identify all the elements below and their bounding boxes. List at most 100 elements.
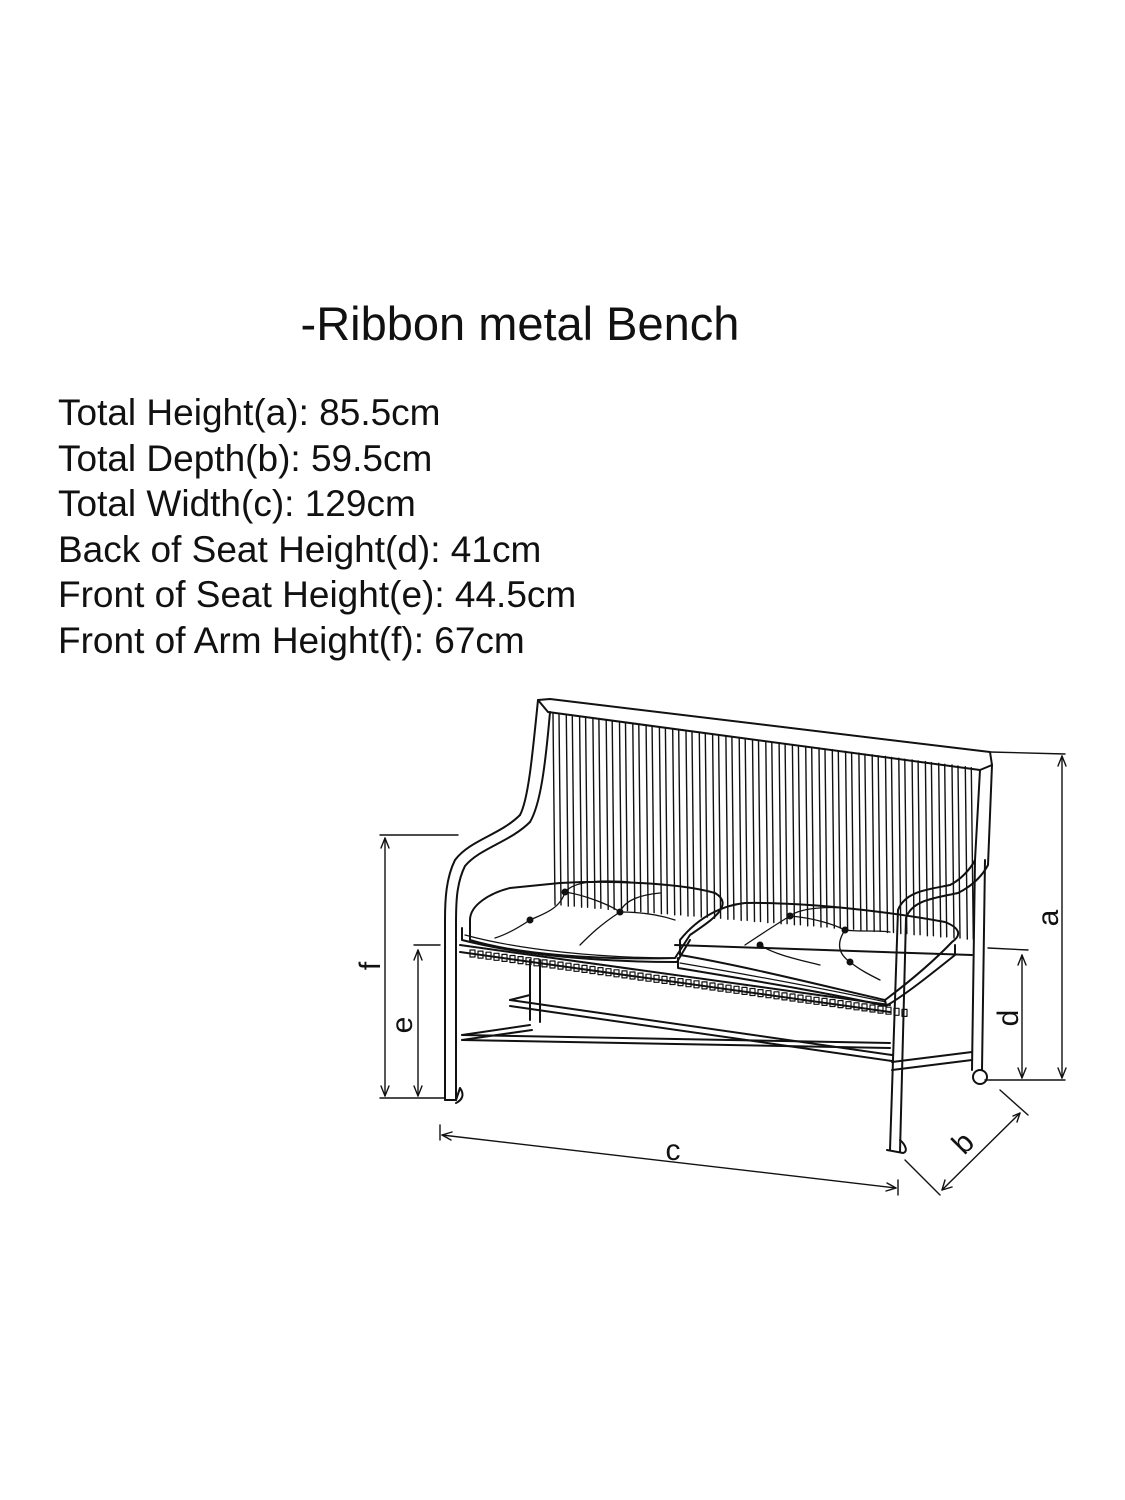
seat-ribbon-link — [605, 968, 612, 977]
backrest-slat — [711, 733, 722, 919]
backrest-slat — [672, 728, 682, 916]
backrest-slat — [578, 716, 589, 908]
seat-ribbon-link — [549, 960, 556, 969]
dimension-label-e: e — [386, 1017, 419, 1034]
backrest-slat — [685, 730, 695, 917]
spec-front-seat-height: Front of Seat Height(e): 44.5cm — [58, 574, 577, 615]
seat-ribbon-link — [477, 950, 484, 959]
seat-ribbon-link — [837, 999, 844, 1009]
seat-ribbon-link — [565, 962, 572, 971]
seat-ribbon-link — [749, 987, 756, 997]
seat-ribbon-link — [509, 954, 516, 964]
seat-cushion-left — [461, 880, 724, 963]
backrest-slat — [645, 725, 655, 914]
seat-ribbon-link — [621, 970, 628, 979]
backrest-slat — [938, 762, 948, 938]
seat-ribbon-link — [861, 1003, 868, 1012]
dimension-label-c: c — [666, 1134, 681, 1167]
spec-front-arm-height: Front of Arm Height(f): 67cm — [58, 619, 525, 661]
seat-ribbon-link — [685, 979, 692, 988]
seat-ribbon-link — [829, 998, 836, 1008]
seat-ribbon-link — [637, 972, 644, 981]
seat-ribbon-link — [821, 997, 828, 1007]
seat-ribbon-link — [789, 993, 796, 1002]
seat-ribbon-link — [741, 986, 748, 996]
seat-ribbon-link — [541, 959, 548, 968]
backrest-slat — [632, 723, 642, 913]
backrest-slat — [552, 713, 562, 906]
seat-ribbon-link — [805, 995, 812, 1004]
seat-ribbon-link — [669, 976, 676, 986]
backrest-slat — [844, 750, 855, 930]
seat-ribbon-link — [797, 994, 804, 1003]
seat-ribbon-link — [517, 955, 524, 965]
dimension-spec-list: Total Height(a): 85.5cm Total Depth(b): … — [58, 390, 576, 663]
seat-ribbon-link — [893, 1007, 900, 1016]
backrest-slat — [831, 749, 841, 929]
bench-seat-frame — [459, 944, 973, 1071]
dimension-label-a: a — [1032, 909, 1065, 926]
backrest-slat — [605, 720, 615, 911]
seat-ribbon-link — [885, 1006, 892, 1015]
spec-total-height: Total Height(a): 85.5cm — [58, 392, 441, 433]
seat-ribbon-link — [853, 1002, 860, 1011]
seat-ribbon-link — [701, 981, 708, 990]
backrest-slat — [884, 755, 895, 934]
seat-ribbon-link — [813, 996, 820, 1005]
backrest-slat — [751, 738, 762, 923]
backrest-slats — [552, 713, 974, 940]
backrest-slat — [818, 747, 828, 928]
spec-total-depth: Total Depth(b): 59.5cm — [58, 437, 433, 479]
seat-ribbon-link — [709, 982, 716, 991]
backrest-slat — [565, 715, 575, 907]
seat-ribbon-link — [901, 1008, 908, 1018]
dimension-lines — [379, 751, 1067, 1196]
seat-ribbon-link — [613, 969, 620, 978]
seat-ribbon-link — [469, 949, 476, 958]
backrest-slat — [871, 754, 881, 933]
seat-ribbon-link — [781, 992, 788, 1001]
seat-ribbon-link — [773, 991, 780, 1000]
seat-ribbon-link — [765, 990, 772, 999]
seat-ribbon-link — [869, 1004, 876, 1013]
seat-ribbon-link — [589, 965, 596, 975]
backrest-slat — [778, 742, 788, 925]
dimension-label-b: b — [946, 1126, 981, 1161]
seat-ribbon-link — [581, 964, 588, 974]
seat-ribbon-link — [717, 983, 724, 992]
backrest-slat — [765, 740, 775, 924]
backrest-slat — [698, 732, 708, 918]
spec-total-width: Total Width(c): 129cm — [58, 483, 416, 524]
seat-cushion-right — [677, 901, 960, 1007]
backrest-slat — [738, 737, 748, 922]
backrest-slat — [791, 743, 802, 926]
product-title: -Ribbon metal Bench — [300, 297, 740, 350]
seat-ribbon-link — [597, 966, 604, 976]
dimension-label-f: f — [354, 961, 387, 970]
backrest-slat — [805, 745, 815, 927]
dimension-label-d: d — [992, 1010, 1025, 1027]
backrest-slat — [618, 721, 629, 912]
backrest-slat — [924, 760, 935, 937]
seat-ribbon-link — [557, 961, 564, 970]
backrest-slat — [951, 764, 961, 939]
seat-ribbon-link — [653, 974, 660, 983]
seat-ribbon-link — [629, 971, 636, 980]
backrest-slat — [858, 752, 868, 931]
seat-ribbon-link — [877, 1005, 884, 1014]
seat-ribbon-link — [645, 973, 652, 982]
spec-back-seat-height: Back of Seat Height(d): 41cm — [58, 528, 542, 570]
seat-ribbon-link — [677, 977, 684, 987]
seat-ribbon-link — [573, 963, 580, 972]
bench-armrests — [444, 814, 988, 1154]
backrest-slat — [964, 766, 974, 940]
seat-ribbon-link — [493, 952, 500, 961]
seat-ribbon-link — [757, 988, 764, 998]
seat-ribbon-link — [485, 951, 492, 960]
bench-backrest — [519, 698, 993, 940]
seat-ribbon-link — [661, 975, 668, 985]
seat-ribbon-link — [501, 953, 508, 963]
backrest-slat — [658, 726, 669, 915]
seat-ribbon-link — [725, 984, 732, 993]
